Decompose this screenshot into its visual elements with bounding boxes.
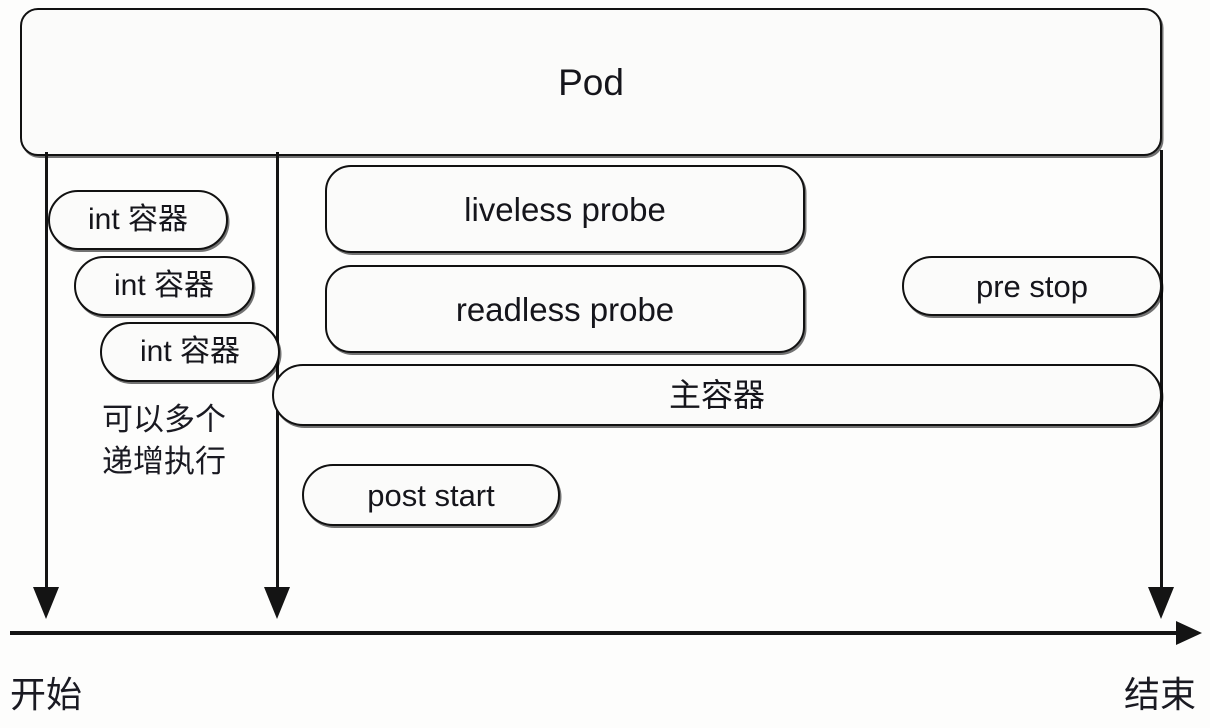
timeline-lane-init-end-arrowhead <box>264 587 290 619</box>
timeline-lane-start-line <box>45 152 48 587</box>
init-container-box-2: int 容器 <box>74 256 254 316</box>
timeline-axis-arrowhead <box>1176 621 1202 645</box>
timeline-lane-init-end-line <box>276 152 279 587</box>
timeline-lane-end-arrowhead <box>1148 587 1174 619</box>
timeline-lane-start-arrowhead <box>33 587 59 619</box>
post-start-box: post start <box>302 464 560 526</box>
init-container-box-1: int 容器 <box>48 190 228 250</box>
timeline-start-label: 开始 <box>10 675 83 716</box>
pre-stop-box: pre stop <box>902 256 1162 316</box>
init-container-box-3: int 容器 <box>100 322 280 382</box>
main-container-box: 主容器 <box>272 364 1162 426</box>
timeline-lane-end-line <box>1160 150 1163 587</box>
readless-probe-box: readless probe <box>325 265 805 353</box>
liveless-probe-box: liveless probe <box>325 165 805 253</box>
timeline-axis <box>10 631 1178 635</box>
init-container-note: 可以多个 递增执行 <box>102 402 226 480</box>
timeline-end-label: 结束 <box>1124 675 1197 716</box>
pod-container-box: Pod <box>20 8 1162 156</box>
